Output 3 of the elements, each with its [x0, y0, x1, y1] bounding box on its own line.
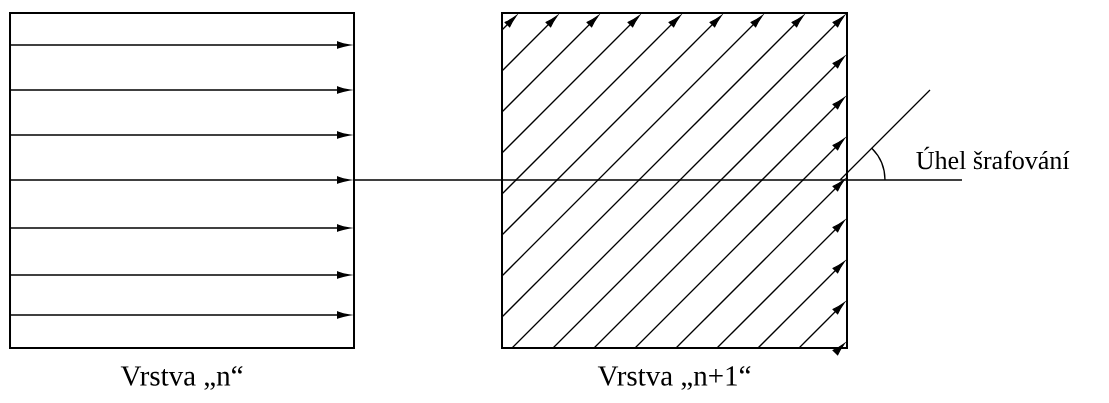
- layer-caption: Vrstva „n“: [120, 366, 243, 390]
- angle-label: Úhel šrafování: [916, 146, 1070, 170]
- layer-caption: Vrstva „n+1“: [597, 366, 751, 390]
